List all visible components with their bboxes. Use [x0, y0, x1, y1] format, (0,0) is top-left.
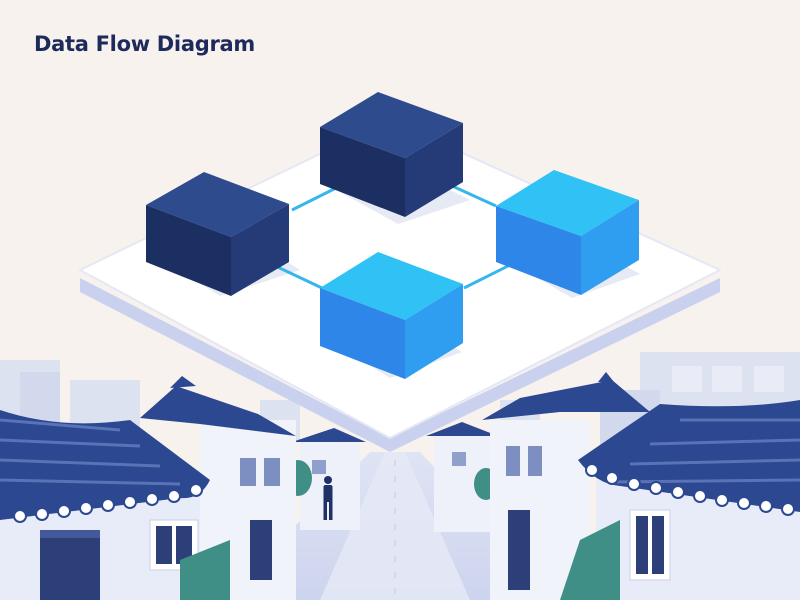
person-icon — [323, 476, 333, 520]
node-left — [146, 172, 289, 296]
node-bottom — [320, 252, 463, 379]
tiled-roof-icon — [482, 380, 650, 420]
tiled-roof-icon — [140, 386, 296, 436]
hanok-house-left — [0, 376, 296, 600]
alley — [220, 452, 560, 600]
node-right — [496, 170, 639, 295]
node-top — [320, 92, 463, 217]
page-title: Data Flow Diagram — [34, 32, 255, 56]
hanok-house-right — [482, 372, 800, 600]
